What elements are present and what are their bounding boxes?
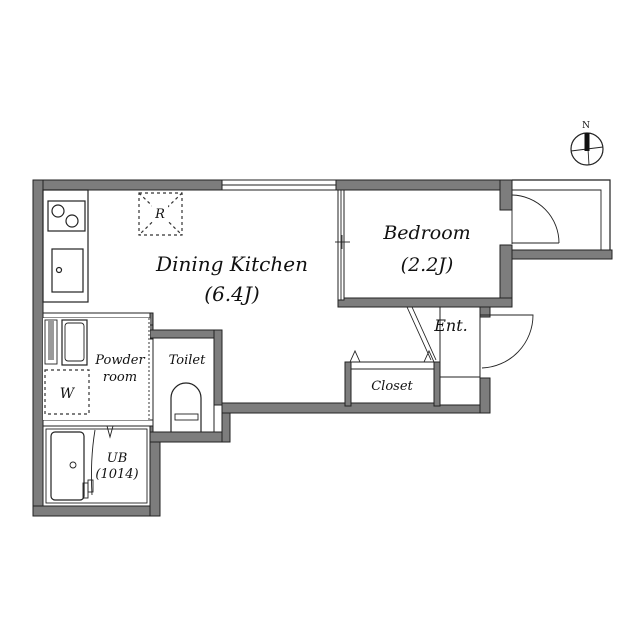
entrance-door [479,314,534,369]
bedroom-label: Bedroom [382,222,470,244]
kitchen-counter [42,189,89,303]
entrance-area: Ent. [433,306,481,406]
north-compass-icon: N [570,121,604,166]
window-top [221,179,337,191]
partition-marker [335,235,350,249]
closet-label: Closet [371,379,413,394]
balcony [512,179,611,258]
powder-room-label-2: room [103,370,137,385]
washer-label: W [60,386,76,402]
compass-label: N [582,121,590,131]
entrance-label: Ent. [433,316,468,335]
refrigerator-space: R [138,192,183,236]
unit-bath: UB (1014) [42,425,151,507]
dining-kitchen-size: (6.4J) [204,282,259,306]
dining-kitchen-label: Dining Kitchen [155,252,308,276]
toilet-room: Toilet [152,337,215,433]
bedroom-size: (2.2J) [401,254,454,276]
toilet-label: Toilet [169,353,206,368]
bedroom-sliding-door [406,306,437,361]
powder-room-label-1: Powder [94,353,145,368]
unit-bath-label: UB [107,451,128,466]
refrigerator-label: R [154,207,165,222]
unit-bath-size: (1014) [95,467,138,482]
powder-room: Powder room W [43,318,150,420]
closet: Closet [349,349,435,404]
walls [32,179,613,517]
balcony-door [511,194,560,244]
